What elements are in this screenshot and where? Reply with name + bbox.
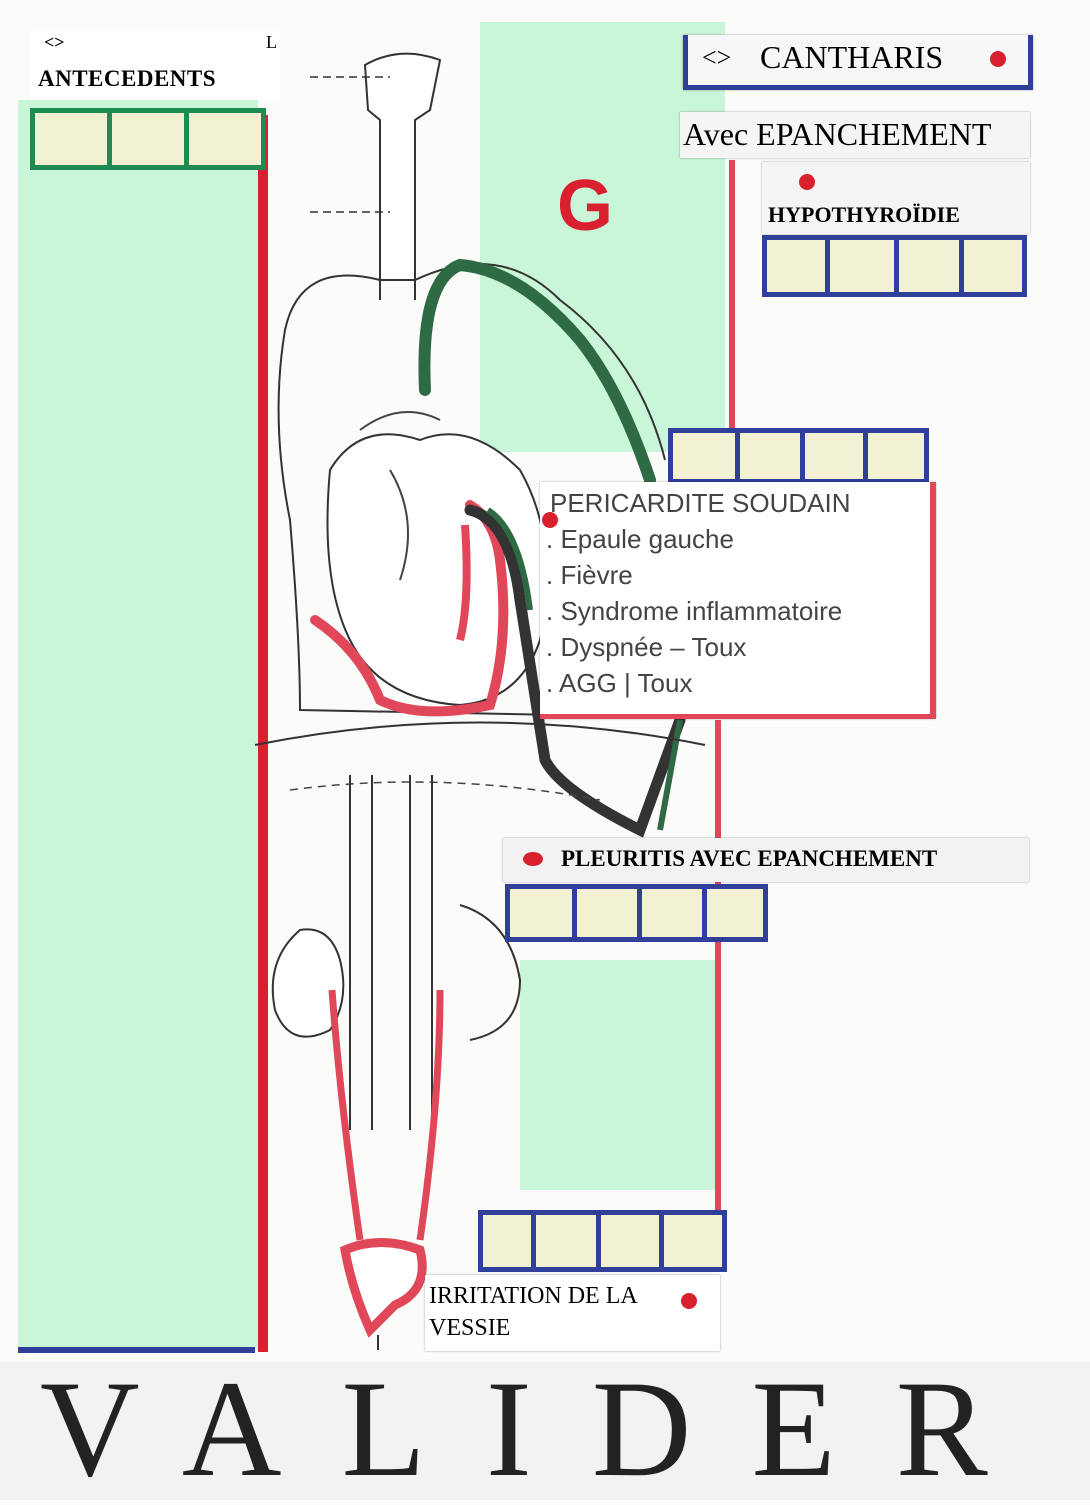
hypothyroidie-title: HYPOTHYROÏDIE [768, 202, 960, 227]
pericardite-item-4: . Dyspnée – Toux [546, 632, 747, 662]
pleuritis-box-1[interactable] [510, 889, 577, 937]
pleuritis-box-2[interactable] [577, 889, 642, 937]
pericardite-checkboxes [668, 428, 929, 484]
cantharis-header: <> CANTHARIS [683, 35, 1033, 90]
hypothyroidie-red-dot [799, 174, 815, 190]
letter-g: G [557, 166, 614, 246]
pericardite-title: PERICARDITE SOUDAIN [550, 488, 851, 518]
pericardite-box-3[interactable] [805, 433, 868, 479]
hypothyroidie-checkboxes [762, 235, 1027, 297]
cantharis-code-icon: <> [702, 43, 732, 72]
antecedents-box-3[interactable] [189, 113, 261, 165]
hypothyroidie-header: HYPOTHYROÏDIE [762, 162, 1030, 234]
valider-banner[interactable]: VALIDER [0, 1352, 1090, 1505]
hypothyroidie-box-1[interactable] [767, 240, 830, 292]
cantharis-title: CANTHARIS [760, 39, 944, 75]
antecedents-box-1[interactable] [35, 113, 112, 165]
antecedents-title: ANTECEDENTS [38, 66, 217, 91]
pleuritis-header: PLEURITIS AVEC EPANCHEMENT [503, 838, 1029, 882]
vessie-box-4[interactable] [664, 1215, 722, 1267]
pleuritis-checkboxes [505, 884, 768, 942]
pericardite-item-2: . Fièvre [546, 560, 633, 590]
vessie-box-2[interactable] [536, 1215, 601, 1267]
valider-label[interactable]: VALIDER [40, 1352, 1048, 1505]
pericardite-box-1[interactable] [673, 433, 740, 479]
antecedents-header: <> L ANTECEDENTS [30, 30, 280, 100]
pericardite-item-5: . AGG | Toux [546, 668, 693, 698]
vessie-box-1[interactable] [483, 1215, 536, 1267]
vessie-line-1: IRRITATION DE LA [429, 1283, 638, 1309]
cantharis-subtitle: Avec EPANCHEMENT [683, 116, 992, 152]
antecedents-box-2[interactable] [112, 113, 189, 165]
vessie-line-2: VESSIE [429, 1315, 511, 1341]
pericardite-box-2[interactable] [740, 433, 805, 479]
vessie-box-3[interactable] [601, 1215, 664, 1267]
pericardite-item-3: . Syndrome inflammatoire [546, 596, 843, 626]
pericardite-red-dot [542, 512, 558, 528]
pleuritis-box-3[interactable] [642, 889, 707, 937]
cantharis-subtitle-card: Avec EPANCHEMENT [680, 112, 1030, 158]
left-green-panel [18, 100, 258, 1350]
pericardite-item-1: . Epaule gauche [546, 524, 734, 554]
pericardite-card: PERICARDITE SOUDAIN . Epaule gauche . Fi… [540, 482, 936, 719]
vessie-checkboxes [478, 1210, 727, 1272]
pleuritis-title: PLEURITIS AVEC EPANCHEMENT [561, 846, 938, 871]
hypothyroidie-box-4[interactable] [964, 240, 1022, 292]
antecedents-checkboxes [30, 108, 266, 170]
cantharis-red-dot [990, 51, 1006, 67]
hypothyroidie-box-2[interactable] [830, 240, 899, 292]
vessie-card: IRRITATION DE LA VESSIE [425, 1275, 720, 1351]
hypothyroidie-box-3[interactable] [899, 240, 964, 292]
code-icon: <> [44, 32, 65, 52]
pleuritis-box-4[interactable] [707, 889, 763, 937]
vessie-red-dot [681, 1293, 697, 1309]
pleuritis-red-dot [523, 852, 543, 866]
right-lower-green-panel [520, 960, 720, 1190]
corner-mark: L [266, 32, 277, 52]
pericardite-box-4[interactable] [868, 433, 924, 479]
